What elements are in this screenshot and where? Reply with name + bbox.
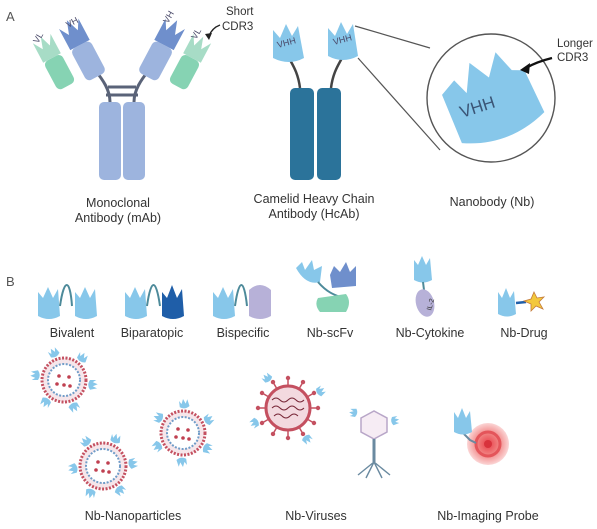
heavy-chain-antibody-illustration bbox=[273, 22, 358, 180]
mab-vh-label-left: VH bbox=[64, 15, 80, 30]
bispecific-format-icon bbox=[213, 284, 271, 319]
longer-cdr3-arrowhead bbox=[520, 63, 530, 74]
mab-vl-label-left: VL bbox=[31, 30, 45, 45]
nb-scfv-format-icon bbox=[296, 260, 356, 312]
hcab-vhh-label-right: VHH bbox=[332, 32, 353, 47]
conjugate-label-nanoparticles: Nb-Nanoparticles bbox=[85, 509, 182, 523]
panel-label-a: A bbox=[6, 9, 15, 24]
mab-vl-label-right: VL bbox=[189, 26, 203, 41]
format-label-nb-cytokine: Nb-Cytokine bbox=[396, 326, 465, 340]
mab-caption-line2: Antibody (mAb) bbox=[75, 211, 161, 225]
nb-cdr-note-line1: Longer bbox=[557, 38, 593, 50]
monoclonal-antibody-illustration bbox=[32, 18, 212, 180]
format-label-bivalent: Bivalent bbox=[50, 326, 95, 340]
il2-label: IL-2 bbox=[426, 298, 436, 312]
nb-caption: Nanobody (Nb) bbox=[450, 195, 535, 209]
panel-label-b: B bbox=[6, 274, 15, 289]
nanobody-zoom-illustration bbox=[354, 25, 556, 163]
short-cdr3-arrowhead bbox=[205, 33, 212, 40]
format-label-nb-scfv: Nb-scFv bbox=[307, 326, 354, 340]
nb-drug-format-icon bbox=[498, 288, 546, 317]
hcab-caption-line1: Camelid Heavy Chain bbox=[254, 192, 375, 206]
format-label-nb-drug: Nb-Drug bbox=[500, 326, 547, 340]
nanoparticle bbox=[66, 432, 140, 500]
nb-cytokine-format-icon bbox=[414, 256, 435, 317]
nanoparticle bbox=[30, 345, 98, 415]
mab-cdr-note-line1: Short bbox=[226, 6, 254, 18]
format-label-biparatopic: Biparatopic bbox=[121, 326, 184, 340]
bivalent-format-icon bbox=[38, 284, 97, 319]
hcab-caption-line2: Antibody (HcAb) bbox=[268, 207, 359, 221]
format-label-bispecific: Bispecific bbox=[217, 326, 270, 340]
bacteriophage-illustration bbox=[348, 407, 400, 479]
conjugate-label-imaging-probe: Nb-Imaging Probe bbox=[437, 509, 538, 523]
mab-vh-label-right: VH bbox=[161, 9, 176, 25]
nanoparticles-illustration bbox=[30, 345, 216, 500]
imaging-probe-illustration bbox=[454, 408, 509, 465]
virus-illustration bbox=[248, 371, 328, 446]
nb-cdr-note-line2: CDR3 bbox=[557, 52, 588, 64]
hcab-vhh-label-left: VHH bbox=[276, 35, 297, 50]
nanoparticle bbox=[150, 398, 216, 468]
mab-cdr-note-line2: CDR3 bbox=[222, 21, 253, 33]
conjugate-label-viruses: Nb-Viruses bbox=[285, 509, 347, 523]
mab-caption-line1: Monoclonal bbox=[86, 196, 150, 210]
biparatopic-format-icon bbox=[125, 284, 184, 319]
